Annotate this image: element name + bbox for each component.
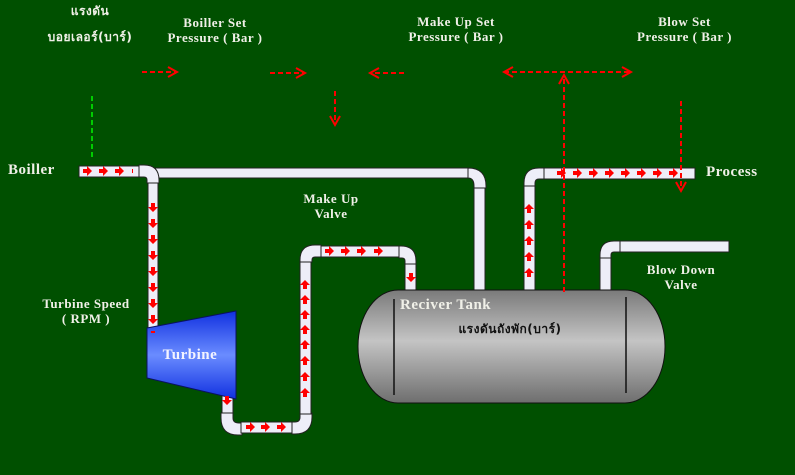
pipe-top-to-tank: [473, 187, 486, 293]
tank-pressure-label: แรงดันถังพัก(บาร์): [458, 322, 562, 336]
makeup-set-pressure-label-line1: Make Up Set: [417, 14, 495, 29]
signal-down-arrowhead: [329, 115, 341, 128]
blow-set-pressure-label-line1: Blow Set: [658, 14, 711, 29]
signal-span-arrowhead-right: [621, 66, 634, 78]
pipe-elbow-bottom-right: [291, 412, 313, 435]
blowdown-valve-label-line2: Valve: [664, 277, 698, 292]
pipe-blowdown-run: [619, 240, 730, 253]
process-label: Process: [706, 164, 758, 180]
receiver-tank: [357, 289, 666, 404]
signal-blow-down-arrowhead: [675, 181, 687, 194]
makeup-valve-label-line2: Valve: [314, 206, 348, 221]
pipe-elbow-process: [523, 167, 545, 187]
pipe-elbow-valve-left: [299, 244, 322, 263]
blow-set-pressure-label-line2: Pressure ( Bar ): [636, 29, 732, 44]
signal-junction-arrowhead-left: [367, 67, 380, 79]
receiver-tank-label: Reciver Tank: [400, 297, 492, 313]
boiler-pressure-label-line2: บอยเลอร์(บาร์): [47, 30, 133, 44]
pipe-top-header: [154, 167, 471, 179]
makeup-set-pressure-label-line2: Pressure ( Bar ): [408, 29, 504, 44]
pipe-elbow-top-right: [467, 167, 487, 189]
pipe-elbow-valve-right: [398, 245, 417, 265]
signal-junction-arrowhead-right: [295, 67, 308, 79]
pipe-elbow-top-left: [138, 164, 160, 184]
signal-span-arrowhead-left: [501, 66, 514, 78]
signal-tank-riser-arrowhead: [558, 72, 570, 85]
pipe-elbow-blowdown: [599, 240, 621, 259]
pipe-elbow-bottom-left: [220, 412, 243, 436]
turbine-label: Turbine: [162, 347, 218, 363]
makeup-valve-label-line1: Make Up: [303, 191, 359, 206]
turbine: [146, 310, 237, 400]
signal-boiler-set-arrowhead: [167, 66, 180, 78]
boiler-pressure-label-line1: แรงดัน: [70, 4, 110, 18]
turbine-speed-label-line2: ( RPM ): [61, 311, 111, 326]
blowdown-valve-label-line1: Blow Down: [646, 262, 716, 277]
pipe-process-run: [543, 167, 696, 180]
boiler-set-pressure-label-line2: Pressure ( Bar ): [167, 30, 263, 45]
boiler-set-pressure-label-line1: Boiller Set: [183, 15, 247, 30]
pipe-blowdown-riser: [599, 257, 612, 293]
flow-arrows: [83, 166, 678, 432]
boiler-label: Boiller: [8, 162, 55, 178]
signal-lines: [142, 66, 687, 292]
turbine-speed-label-line1: Turbine Speed: [42, 296, 130, 311]
